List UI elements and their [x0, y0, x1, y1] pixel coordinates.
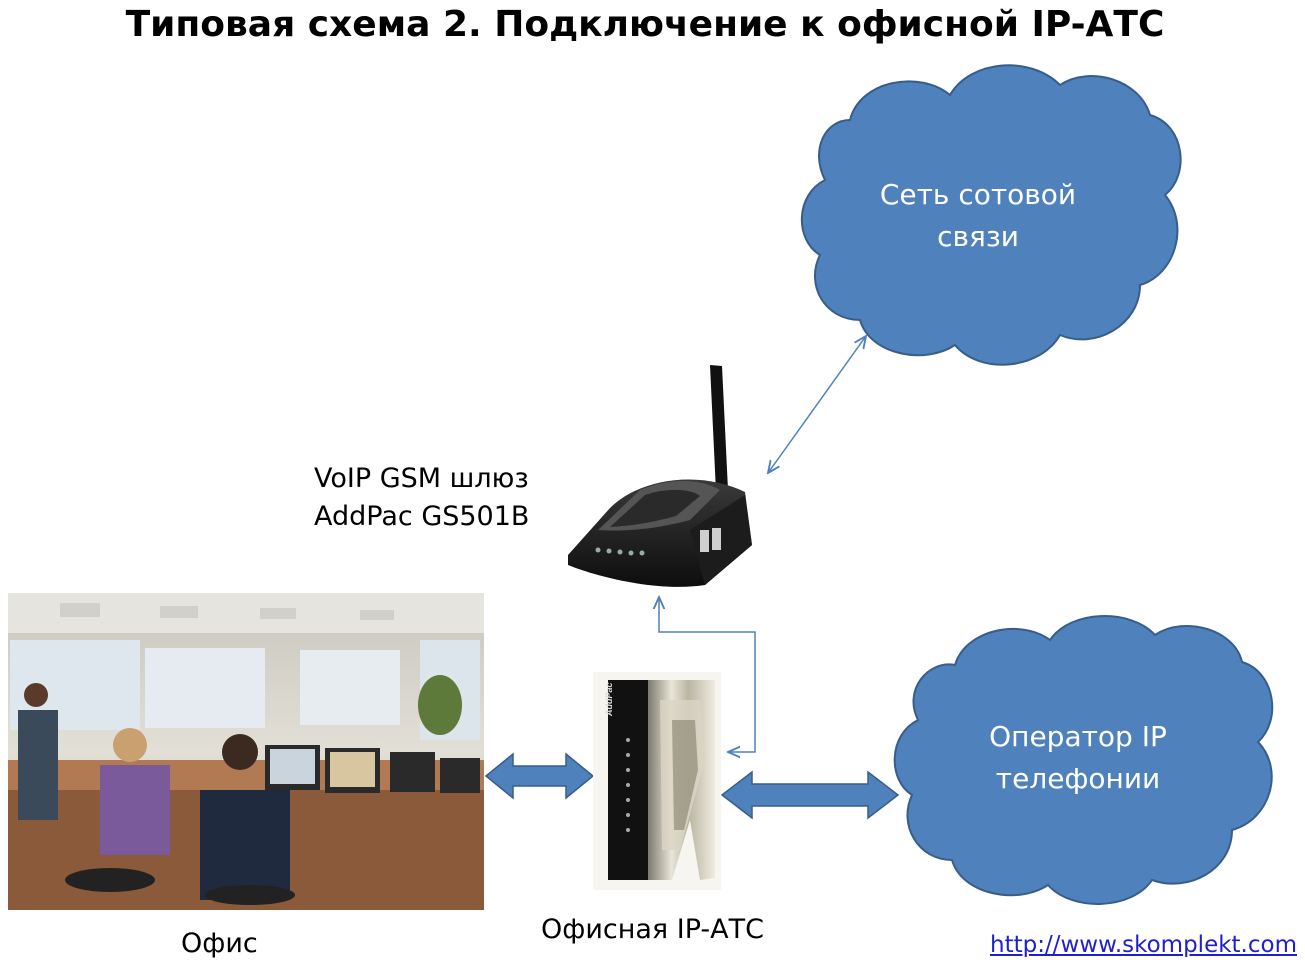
office-photo — [8, 593, 484, 910]
cellular-network-label: Сеть сотовой связи — [858, 174, 1098, 258]
ip-operator-label-line2: телефонии — [995, 762, 1161, 795]
cellular-network-cloud — [800, 64, 1182, 366]
gateway-label-line1: VoIP GSM шлюз — [314, 463, 529, 494]
pbx-brand-logo: AddPac — [604, 682, 614, 717]
pbx-label: Офисная IP-АТС — [541, 914, 764, 945]
website-link[interactable]: http://www.skomplekt.com — [990, 932, 1297, 958]
ip-pbx-device — [593, 672, 721, 890]
pbx-gateway-link — [659, 597, 756, 752]
gateway-cellular-link — [768, 336, 866, 473]
cellular-network-label-line2: связи — [937, 220, 1019, 253]
gsm-gateway-device — [568, 365, 752, 587]
gateway-label: VoIP GSM шлюз AddPac GS501B — [314, 460, 574, 536]
ip-operator-label-line1: Оператор IP — [989, 720, 1167, 753]
office-pbx-link — [484, 752, 595, 800]
gateway-label-line2: AddPac GS501B — [314, 501, 530, 532]
cellular-network-label-line1: Сеть сотовой — [879, 178, 1077, 211]
ip-operator-cloud — [893, 615, 1274, 905]
ip-operator-label: Оператор IP телефонии — [968, 716, 1188, 800]
pbx-operator-link — [720, 770, 900, 820]
office-label: Офис — [181, 928, 258, 959]
slide-title: Типовая схема 2. Подключение к офисной I… — [125, 4, 1165, 45]
